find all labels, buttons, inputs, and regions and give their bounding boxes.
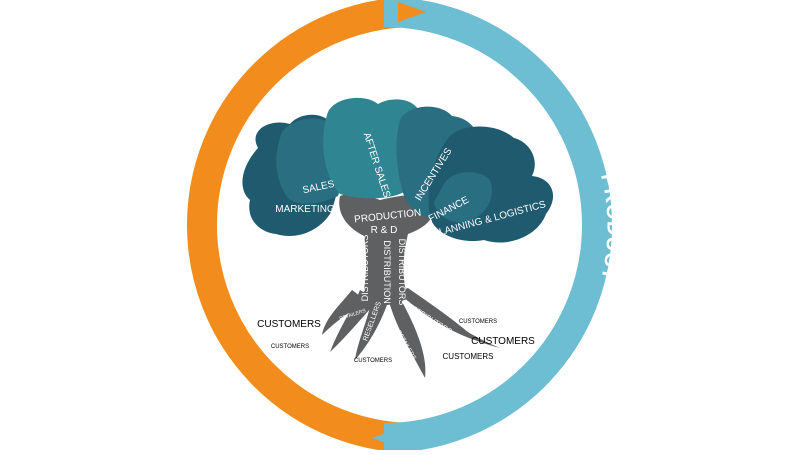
label-distributors-right: DISTRIBUTORS — [397, 239, 407, 306]
label-rnd: R & D — [371, 225, 398, 236]
canopy — [242, 97, 554, 243]
root-left — [330, 290, 378, 352]
customers-right-top-small: CUSTOMERS — [459, 319, 497, 325]
customers-left-large: CUSTOMERS — [257, 319, 321, 330]
label-distributors-left: DISTRIBUTORS — [360, 235, 370, 302]
cycle-ring: REVENUE PRODUCT — [163, 0, 623, 453]
customers-right-large: CUSTOMERS — [471, 336, 535, 347]
customers-bottom-center: CUSTOMERS — [354, 358, 392, 364]
customers-right-bottom: CUSTOMERS — [443, 352, 494, 361]
revenue-label: REVENUE — [163, 170, 191, 280]
revenue-arrowhead — [398, 2, 426, 22]
label-distribution: DISTRIBUTION — [382, 240, 392, 304]
root-far-right — [402, 292, 500, 348]
root-center-left — [355, 298, 388, 360]
label-vars: VARS — [449, 338, 464, 349]
canopy-top-cluster — [323, 97, 424, 199]
root-center-right — [388, 298, 426, 378]
customers-labels: CUSTOMERS CUSTOMERS CUSTOMERS CUSTOMERS … — [257, 319, 535, 364]
revenue-arc — [187, 0, 416, 453]
trunk — [339, 193, 434, 306]
product-arc — [383, 0, 612, 453]
customers-left-small: CUSTOMERS — [271, 344, 309, 350]
roots — [322, 288, 500, 378]
canopy-right-inner — [434, 172, 492, 223]
label-marketing: MARKETING — [275, 204, 335, 215]
product-arrowhead — [372, 428, 400, 448]
